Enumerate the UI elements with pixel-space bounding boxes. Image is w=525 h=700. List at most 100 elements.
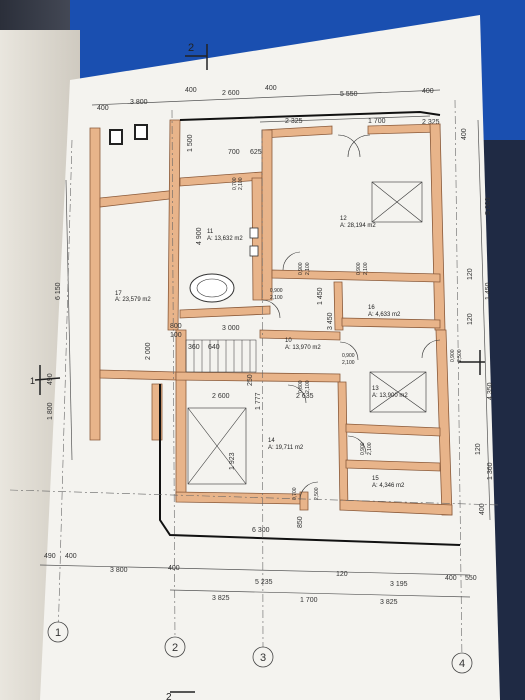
svg-text:0,900: 0,900 [298,262,304,275]
dim-top-2: 400 [185,87,197,94]
svg-text:1 700: 1 700 [300,597,318,604]
svg-text:360: 360 [188,344,200,351]
door-arcs [261,134,441,501]
svg-text:550: 550 [465,575,477,582]
section-marker-top: 2 [185,42,208,70]
svg-text:1: 1 [55,627,61,639]
svg-text:3: 3 [260,652,266,664]
svg-text:3 825: 3 825 [380,599,398,606]
svg-text:1 777: 1 777 [255,392,262,410]
room-14-num: 14 [268,438,275,444]
wardrobes [187,181,427,485]
inner-dimension-labels: 1 500 700 625 4 900 1 450 3 450 3 000 2 … [170,134,334,534]
sink-1 [249,227,259,239]
axis-marker-3 [252,646,274,668]
room-11-area: A: 13,632 m2 [207,236,243,242]
svg-text:2,100: 2,100 [367,442,373,455]
window-2 [134,124,148,140]
bathtub [189,273,235,303]
svg-text:400: 400 [168,565,180,572]
svg-text:0,900: 0,900 [342,353,355,359]
svg-text:1 800: 1 800 [47,402,54,420]
svg-text:2: 2 [166,692,172,700]
svg-text:4: 4 [459,658,465,670]
outer-wall-lines [159,110,461,546]
room-13-area: A: 13,900 m2 [372,393,408,399]
svg-text:0,700: 0,700 [292,487,298,500]
svg-text:2,100: 2,100 [238,177,244,190]
svg-text:1 360: 1 360 [487,462,494,480]
svg-text:1: 1 [30,376,35,386]
svg-text:3 825: 3 825 [212,595,230,602]
axis-lines [9,99,501,661]
svg-text:2,500: 2,500 [314,487,320,500]
svg-text:400: 400 [479,503,486,515]
svg-text:2,100: 2,100 [270,295,283,301]
section-marker-side: 1 [30,365,61,395]
svg-text:0,700: 0,700 [232,177,238,190]
svg-text:250: 250 [247,374,254,386]
svg-text:120: 120 [467,268,474,280]
svg-text:100: 100 [170,332,182,339]
svg-text:120: 120 [467,313,474,325]
svg-text:6 300: 6 300 [252,527,270,534]
svg-text:850: 850 [297,516,304,528]
paper-sheet [40,15,500,700]
svg-text:5 235: 5 235 [255,579,273,586]
room-15-num: 15 [372,476,379,482]
svg-text:2 600: 2 600 [212,393,230,400]
dim-top2-2: 2 325 [422,119,440,126]
svg-text:3 000: 3 000 [222,325,240,332]
svg-text:0,800: 0,800 [298,380,304,393]
sink-2 [249,245,259,257]
room-15-area: A: 4,346 m2 [372,483,405,489]
svg-text:2,100: 2,100 [305,380,311,393]
room-12-area: A: 28,194 m2 [340,223,376,229]
dim-top-6: 400 [422,88,434,95]
svg-text:0,900: 0,900 [450,349,456,362]
svg-text:0,900: 0,900 [360,442,366,455]
top-dimension-labels: 400 3 800 400 2 600 400 5 550 400 2 325 … [97,85,440,126]
dim-top-1: 3 800 [130,99,148,106]
room-16-area: A: 4,633 m2 [368,312,401,318]
stairs [185,339,257,373]
svg-text:120: 120 [336,571,348,578]
axis-markers [47,621,473,674]
room-13-num: 13 [372,386,379,392]
svg-text:2,500: 2,500 [457,349,463,362]
window-1 [109,129,123,145]
room-16-num: 16 [368,305,375,311]
svg-text:4 350: 4 350 [487,382,494,400]
section-marker-right [458,350,485,375]
room-14-area: A: 19,711 m2 [268,445,304,451]
room-11-num: 11 [207,229,214,235]
svg-text:490: 490 [44,553,56,560]
svg-text:120: 120 [475,443,482,455]
svg-text:1 500: 1 500 [187,134,194,152]
dim-top2-0: 2 325 [285,118,303,125]
svg-text:640: 640 [208,344,220,351]
svg-text:1 450: 1 450 [317,287,324,305]
axis-marker-4 [451,652,473,674]
dim-top-0: 400 [97,105,109,112]
bottom-dimension-lines [39,564,471,598]
svg-text:2,100: 2,100 [342,360,355,366]
dim-top-3: 2 600 [222,90,240,97]
svg-text:5 080: 5 080 [485,197,492,215]
axis-marker-1 [47,621,69,643]
right-dimension-labels: 400 5 080 120 1 450 120 4 350 120 1 360 … [461,128,494,515]
bottom-dimension-labels: 490 400 3 800 400 5 235 120 3 195 400 55… [44,553,477,606]
svg-text:3 195: 3 195 [390,581,408,588]
svg-text:400: 400 [461,128,468,140]
room-labels: 11 A: 13,632 m2 12 A: 28,194 m2 17 A: 23… [115,216,408,489]
dim-top2-1: 1 700 [368,118,386,125]
svg-text:2: 2 [172,642,178,654]
dim-top-4: 400 [265,85,277,92]
svg-text:6 150: 6 150 [55,282,62,300]
room-17-num: 17 [115,291,122,297]
door-labels: 0,700 2,100 0,900 2,100 0,900 2,100 0,90… [232,177,463,500]
axis-marker-labels: 1 2 3 4 [55,627,465,670]
room-12-num: 12 [340,216,347,222]
left-dimension-lines [65,179,73,461]
svg-text:800: 800 [170,323,182,330]
